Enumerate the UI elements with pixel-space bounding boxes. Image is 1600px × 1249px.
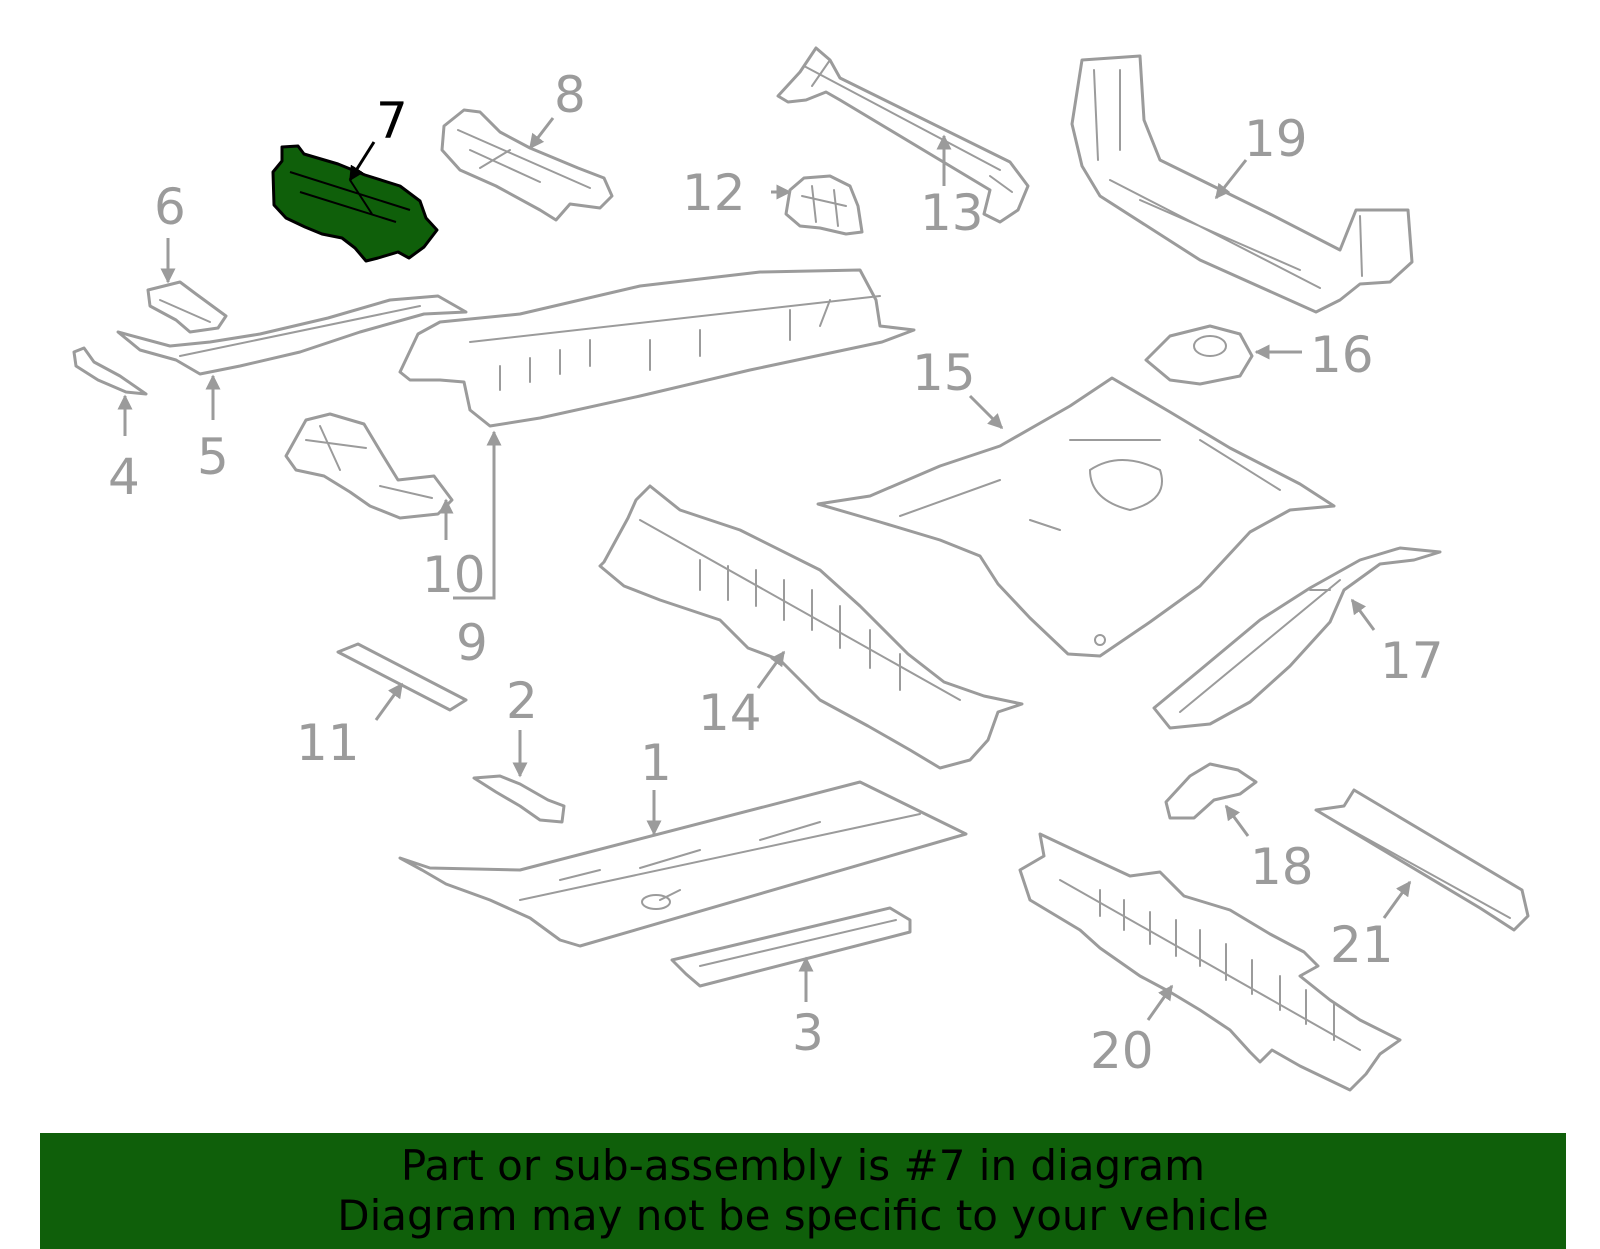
part-20[interactable] [1018,832,1402,1092]
part-21[interactable] [1314,788,1530,932]
part-7-selected[interactable] [271,144,439,263]
part-12[interactable] [784,174,864,236]
part-10[interactable] [284,412,454,520]
callout-numbers: 1 2 3 4 5 6 7 8 9 10 11 12 13 14 15 16 1… [108,66,1444,1080]
part-5[interactable] [116,294,468,376]
part-9[interactable] [398,268,916,428]
part-2[interactable] [472,774,566,824]
part-14[interactable] [598,484,1024,770]
callout-1[interactable]: 1 [640,734,672,792]
part-1[interactable] [398,780,968,948]
part-11[interactable] [336,642,468,712]
leader-lines [117,117,1412,1021]
callout-7[interactable]: 7 [376,92,408,150]
part-13[interactable] [776,46,1030,224]
callout-19[interactable]: 19 [1244,110,1308,168]
callout-3[interactable]: 3 [792,1004,824,1062]
callout-18[interactable]: 18 [1250,838,1314,896]
callout-9[interactable]: 9 [456,614,488,672]
part-6[interactable] [146,280,228,334]
part-17[interactable] [1152,546,1442,730]
callout-17[interactable]: 17 [1380,632,1444,690]
callout-14[interactable]: 14 [698,684,762,742]
part-15[interactable] [816,376,1336,658]
callout-4[interactable]: 4 [108,448,140,506]
callout-2[interactable]: 2 [506,672,538,730]
banner-line-disclaimer: Diagram may not be specific to your vehi… [337,1191,1269,1240]
info-banner: Part or sub-assembly is #7 in diagram Di… [40,1133,1566,1249]
callout-8[interactable]: 8 [554,66,586,124]
part-8[interactable] [440,108,614,222]
callout-5[interactable]: 5 [197,428,229,486]
part-4[interactable] [72,346,148,396]
callout-15[interactable]: 15 [912,344,976,402]
callout-11[interactable]: 11 [296,714,360,772]
callout-16[interactable]: 16 [1310,326,1374,384]
part-16[interactable] [1144,324,1254,386]
callout-6[interactable]: 6 [154,178,186,236]
callout-10[interactable]: 10 [422,546,486,604]
part-19[interactable] [1070,54,1414,314]
callout-20[interactable]: 20 [1090,1022,1154,1080]
banner-line-selected-part: Part or sub-assembly is #7 in diagram [400,1141,1206,1190]
part-3[interactable] [670,906,912,988]
callout-21[interactable]: 21 [1330,916,1394,974]
callout-13[interactable]: 13 [920,184,984,242]
part-18[interactable] [1164,762,1258,820]
callout-12[interactable]: 12 [682,164,746,222]
